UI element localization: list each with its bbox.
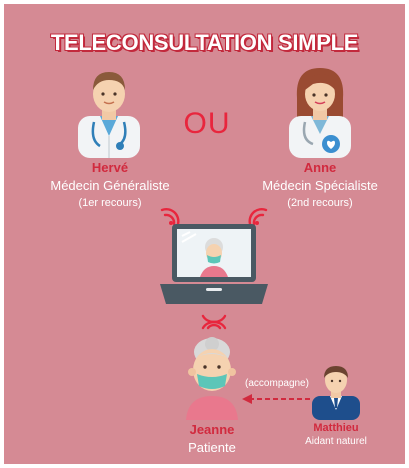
caregiver-icon — [312, 366, 360, 420]
patient-name: Jeanne — [189, 422, 235, 437]
doctor-general-detail: (1er recours) — [78, 197, 142, 209]
doctor-general-name: Hervé — [91, 160, 129, 175]
doctor-specialist-name: Anne — [303, 160, 337, 175]
doctor-female-icon — [289, 68, 351, 158]
patient-icon — [186, 337, 238, 420]
patient-role: Patiente — [188, 440, 236, 455]
doctor-male-icon — [78, 72, 140, 158]
page-title: TELECONSULTATION SIMPLE — [50, 30, 359, 55]
doctor-specialist-role: Médecin Spécialiste — [262, 178, 378, 193]
ou-connector: OU — [183, 107, 231, 140]
caregiver-role: Aidant naturel — [305, 436, 367, 447]
doctor-specialist-detail: (2nd recours) — [287, 197, 353, 209]
doctor-general-role: Médecin Généraliste — [50, 178, 170, 193]
wifi-icon — [248, 208, 268, 226]
accompany-arrow — [242, 394, 310, 404]
wifi-icon — [160, 208, 180, 226]
infographic-card: TELECONSULTATION SIMPLE OU Hervé Médecin… — [4, 4, 405, 464]
caregiver-name: Matthieu — [313, 422, 359, 434]
wifi-icon — [201, 314, 227, 330]
caregiver-relation: (accompagne) — [245, 378, 309, 389]
laptop-icon — [160, 224, 268, 304]
